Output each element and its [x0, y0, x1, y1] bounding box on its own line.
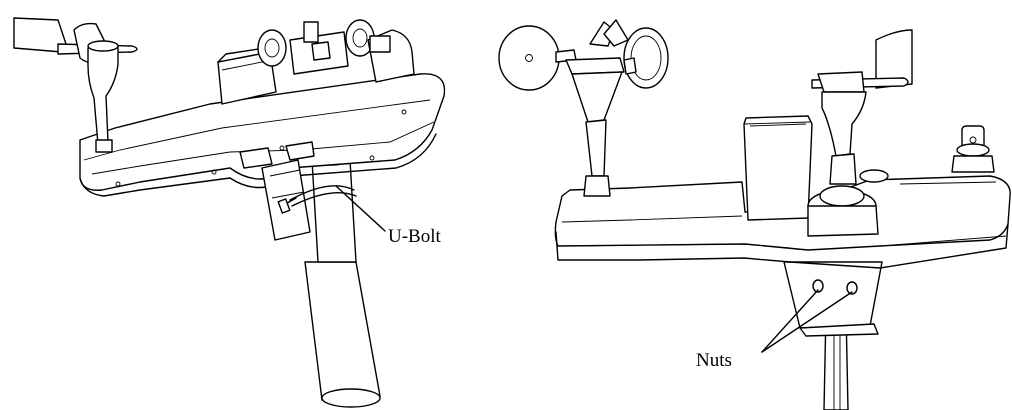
left-u-bolt — [277, 185, 357, 214]
left-housing — [79, 73, 446, 197]
u-bolt-leader-line — [335, 185, 386, 232]
right-station-assembly — [498, 19, 1011, 410]
right-anemometer — [498, 19, 669, 197]
nuts-leader-lines — [761, 289, 853, 353]
left-wind-vane — [13, 17, 138, 153]
right-center-collar — [859, 169, 889, 183]
nuts-label: Nuts — [696, 350, 732, 371]
right-bracket — [783, 261, 883, 337]
left-station-assembly — [13, 17, 446, 408]
right-side-sensor — [951, 125, 995, 173]
right-rain-collector — [743, 115, 813, 221]
u-bolt-label: U-Bolt — [388, 226, 441, 247]
left-top-sensors — [257, 19, 415, 83]
right-wind-vane — [807, 29, 913, 237]
